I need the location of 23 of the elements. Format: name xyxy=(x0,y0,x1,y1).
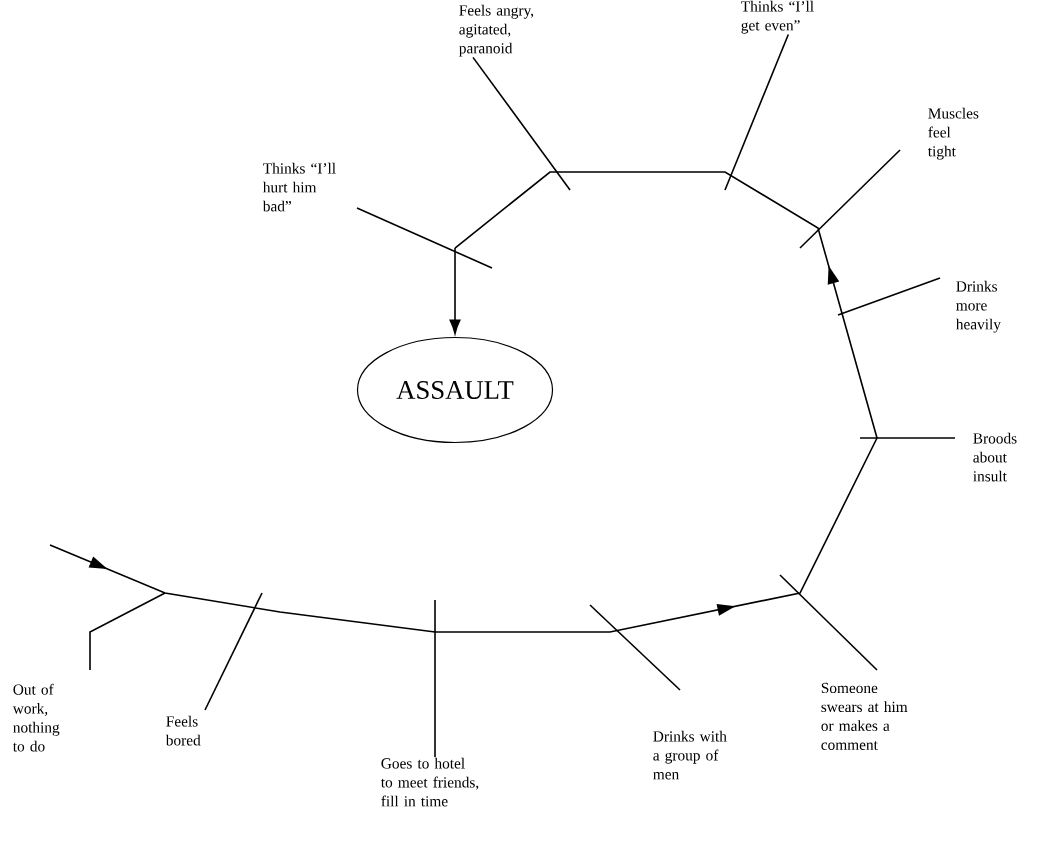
event-label: Thinks “I’ll get even” xyxy=(741,0,814,34)
leader-line xyxy=(89,592,166,671)
event-label: Broods about insult xyxy=(973,432,1017,482)
event-label: Feels angry, agitated, paranoid xyxy=(459,4,534,57)
leader-line xyxy=(204,592,263,711)
leader-line xyxy=(799,149,901,249)
leader-line xyxy=(779,574,878,671)
event-label: Thinks “I’ll hurt him bad” xyxy=(262,162,336,212)
leader-line xyxy=(837,277,941,316)
event-label: Out of work, nothing to do xyxy=(12,683,60,752)
leader-line xyxy=(859,437,956,439)
arrow xyxy=(449,247,461,335)
leader-line xyxy=(434,599,436,758)
event-label: Someone swears at him or makes a comment xyxy=(821,682,908,750)
event-label: Goes to hotel to meet friends, fill in time xyxy=(380,757,479,807)
leader-line xyxy=(356,207,493,269)
event-label: Muscles feel tight xyxy=(927,107,979,160)
leader-line xyxy=(472,56,571,191)
event-label: Drinks more heavily xyxy=(955,280,1001,333)
event-label: Drinks with a group of men xyxy=(653,730,727,780)
event-label: Feels bored xyxy=(165,715,201,746)
leader-line xyxy=(589,604,681,691)
leader-line xyxy=(724,33,790,191)
